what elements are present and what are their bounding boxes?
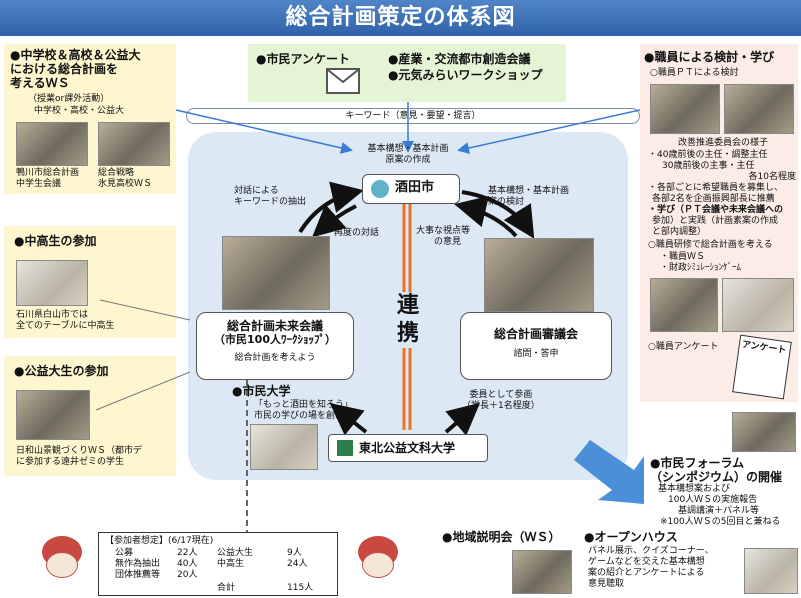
- openhouse-heading: ●オープンハウス: [584, 530, 678, 544]
- shingikai-note: 諮問・答申: [513, 349, 559, 359]
- viewpoint-label: 大事な視点等の意見: [416, 226, 471, 247]
- high-school-photo: [16, 260, 88, 306]
- mascot-right-icon: [356, 536, 400, 594]
- staff-heading: ●職員による検討・学び: [644, 50, 775, 64]
- university-box: 東北公益文科大学: [328, 434, 488, 462]
- staff-photo-a: [650, 84, 720, 134]
- survey-item-1: ●市民アンケート: [256, 52, 350, 66]
- participants-title: 【参加者想定】(6/17現在): [105, 536, 214, 546]
- university-student-panel: ●公益大生の参加 日和山景観づくりＷＳ（都市デに参加する遠井ゼミの学生: [4, 356, 176, 476]
- shingikai-title: 総合計画審議会: [493, 327, 578, 341]
- high-school-heading: ●中高生の参加: [14, 234, 97, 248]
- staff-photo-c: [650, 278, 718, 332]
- forum-arrow: [574, 440, 644, 504]
- university-student-caption: 日和山景観づくりＷＳ（都市デに参加する遠井ゼミの学生: [16, 446, 143, 467]
- mirai-note: 総合計画を考えよう: [234, 353, 316, 363]
- renkei-label: 連携: [388, 292, 428, 348]
- openhouse-lines: パネル展示、クイズコーナー、ゲームなどを交えた基本構想案の紹介とアンケートによる…: [588, 546, 714, 589]
- core-note: 基本構想・基本計画原案の作成: [367, 144, 449, 165]
- mascot-left-icon: [40, 536, 84, 594]
- forum-lines: 基本構想案および 100人ＷＳの実施報告 基調講演＋パネル等 ※100人ＷＳの5…: [658, 484, 781, 527]
- forum-heading: ●市民フォーラム（シンポジウム）の開催: [650, 456, 783, 484]
- school-ws-heading-2: における総合計画を: [10, 62, 119, 76]
- city-logo-icon: [371, 180, 389, 198]
- staff-enquete: ○職員アンケート: [648, 342, 719, 352]
- iin-label: 委員として参画（学長＋1名程度）: [462, 390, 540, 411]
- school-ws-caption-b: 総合戦略氷見高校ＷＳ: [98, 168, 153, 189]
- citizen-univ-lines: 「もっと酒田を知ろう」市民の学びの場を創出: [254, 400, 354, 421]
- envelope-icon: [326, 68, 360, 94]
- openhouse-photo: [744, 548, 798, 594]
- shingikai-box: 総合計画審議会 諮問・答申: [460, 312, 612, 380]
- right-arrow-label: 基本構想・基本計画案の検討: [488, 186, 570, 207]
- university-student-photo: [16, 390, 90, 440]
- university-student-heading: ●公益大生の参加: [14, 364, 109, 378]
- staff-kenshu-items: ・職員ＷＳ・財政ｼﾐｭﾚｰｼｮﾝｹﾞｰﾑ: [660, 252, 742, 273]
- survey-item-2: ●産業・交流都市創造会議: [388, 52, 531, 66]
- dialogue-label: 再度の対話: [334, 228, 380, 238]
- mirai-sub: （市民100人ﾜｰｸｼｮｯﾌﾟ）: [214, 333, 336, 346]
- staff-panel: ●職員による検討・学び ○職員ＰＴによる検討 改善推進委員会の様子 ・40歳前後…: [640, 44, 798, 402]
- mirai-meeting-box: 総合計画未来会議 （市民100人ﾜｰｸｼｮｯﾌﾟ） 総合計画を考えよう: [196, 312, 354, 380]
- page-title: 総合計画策定の体系図: [285, 5, 516, 30]
- school-ws-sub2: 中学校・高校・公益大: [34, 106, 125, 116]
- forum-photo: [732, 412, 796, 452]
- school-ws-heading-3: 考えるＷＳ: [10, 76, 70, 90]
- title-bar: 総合計画策定の体系図: [0, 0, 801, 36]
- school-ws-panel: ●中学校＆高校＆公益大 における総合計画を 考えるＷＳ （授業or課外活動） 中…: [4, 44, 176, 194]
- keyword-bar-label: キーワード（意見・要望・提言）: [345, 111, 481, 121]
- school-ws-heading-1: ●中学校＆高校＆公益大: [10, 48, 141, 62]
- citizen-univ-photo: [250, 424, 318, 470]
- staff-list: ・40歳前後の主任・調整主任 30歳前後の主事・主任 各10名程度 ・各部ごとに…: [648, 150, 796, 237]
- city-name: 酒田市: [395, 180, 435, 195]
- left-arrow-label: 対話によるキーワードの抽出: [234, 186, 307, 207]
- university-name: 東北公益文科大学: [359, 441, 456, 455]
- staff-kenshu: ○職員研修で総合計画を考える: [648, 240, 773, 250]
- school-ws-photo-b: [98, 122, 170, 166]
- school-ws-photo-a: [16, 122, 88, 166]
- mirai-title: 総合計画未来会議: [226, 319, 323, 333]
- staff-pt: ○職員ＰＴによる検討: [650, 68, 739, 78]
- staff-kaizen: 改善推進委員会の様子: [678, 138, 769, 148]
- survey-panel: ●市民アンケート ●産業・交流都市創造会議 ●元気みらいワークショップ: [248, 44, 566, 102]
- school-ws-sub1: （授業or課外活動）: [28, 94, 110, 104]
- local-meeting-heading: ●地域説明会（ＷＳ）: [442, 530, 561, 544]
- sakata-city-box: 酒田市: [362, 174, 460, 204]
- local-meeting-photo: [512, 550, 572, 594]
- university-logo-icon: [337, 440, 353, 456]
- shingikai-photo: [484, 238, 594, 312]
- high-school-panel: ●中高生の参加 石川県白山市では全てのテーブルに中高生: [4, 226, 176, 338]
- citizen-univ-heading: ●市民大学: [232, 384, 291, 398]
- mirai-photo: [222, 236, 330, 310]
- staff-photo-d: [722, 278, 794, 332]
- school-ws-caption-a: 鴨川市総合計画中学生会議: [16, 168, 80, 189]
- staff-photo-b: [724, 84, 794, 134]
- survey-item-3: ●元気みらいワークショップ: [388, 68, 543, 82]
- keyword-bar: キーワード（意見・要望・提言）: [186, 108, 640, 124]
- high-school-caption: 石川県白山市では全てのテーブルに中高生: [16, 310, 115, 331]
